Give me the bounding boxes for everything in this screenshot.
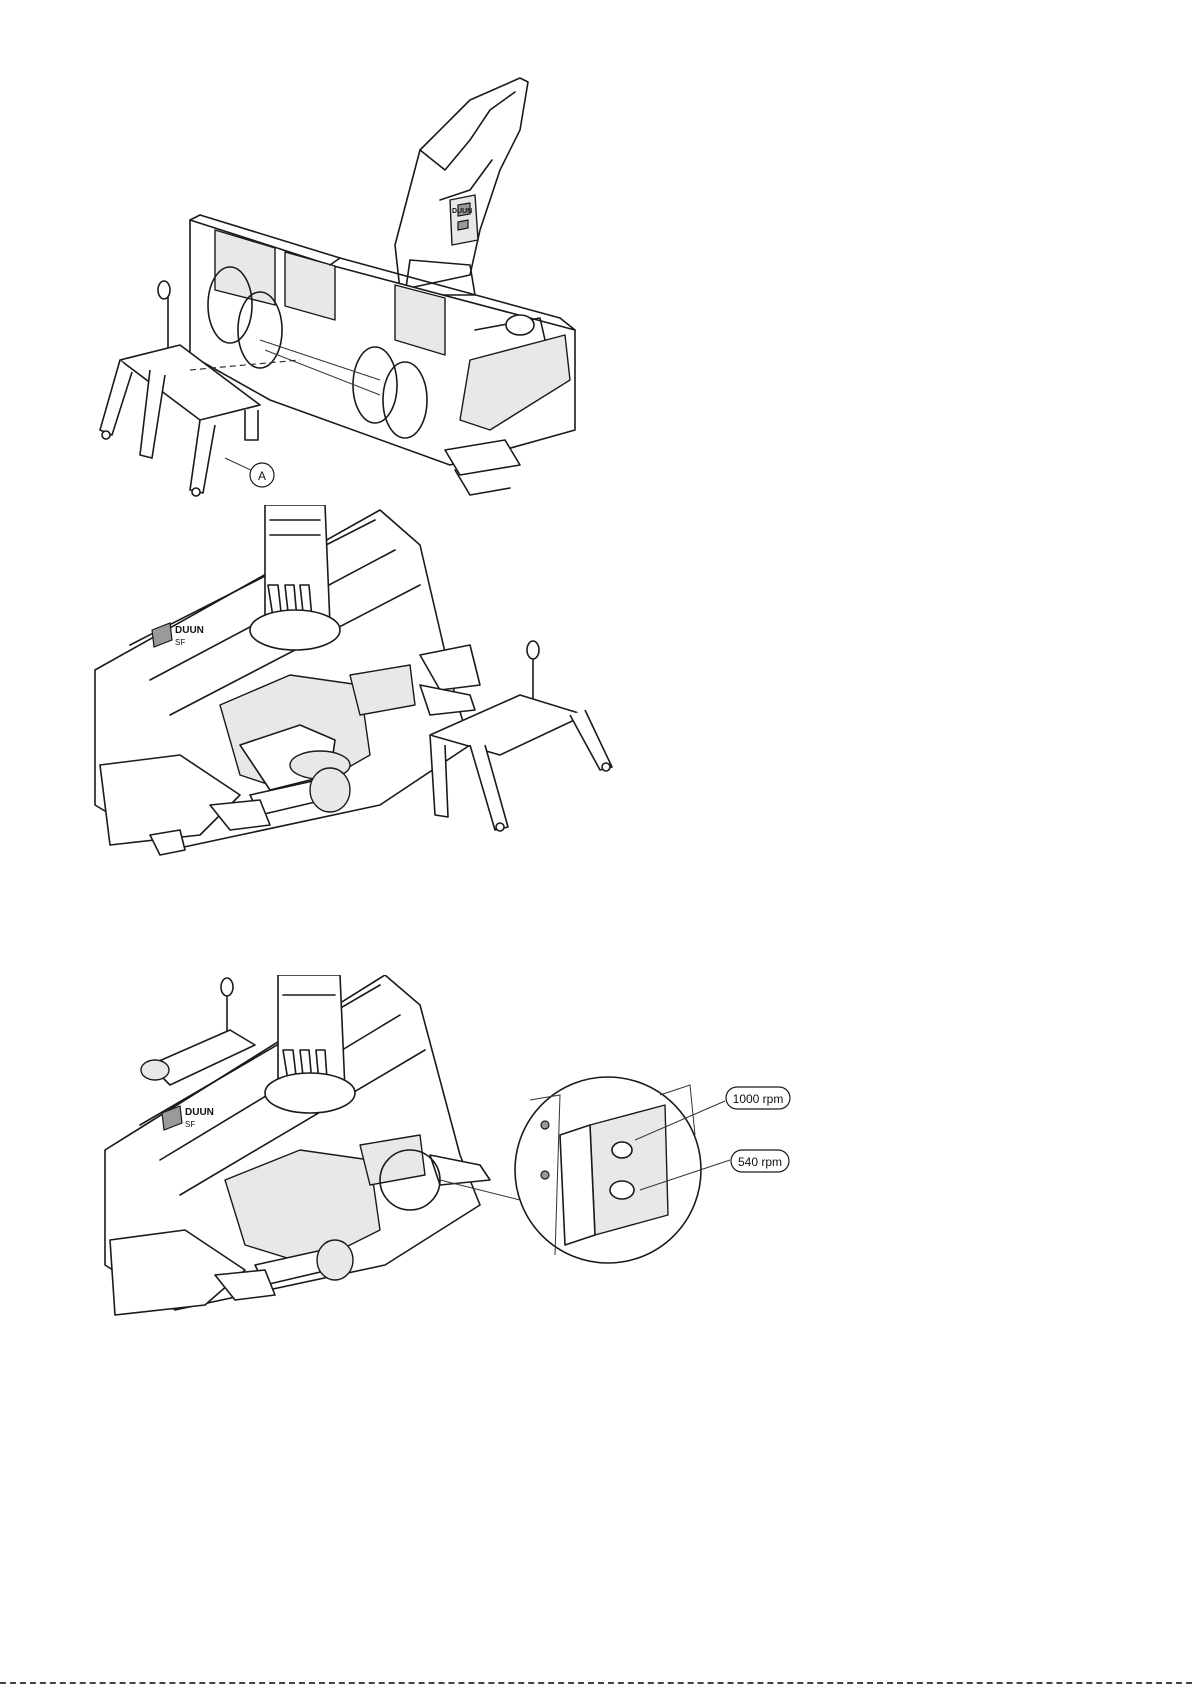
snowblower-rear-figure: DUUN xyxy=(0,0,1192,505)
pto-logo-text: DUUN xyxy=(185,1107,214,1118)
pto-speed-drawing: DUUN SF 1000 rpm 540 rpm xyxy=(0,975,1192,1370)
snowblower-rear-drawing: DUUN xyxy=(0,0,1192,505)
chute-logo-text: DUUN xyxy=(452,208,472,215)
pto-chute xyxy=(265,975,355,1113)
discharge-chute xyxy=(395,78,528,295)
front-logo-text: DUUN xyxy=(175,625,204,636)
label-1000-rpm: 1000 rpm xyxy=(733,1092,784,1106)
front-model-text: SF xyxy=(175,638,185,647)
callout-a: A xyxy=(225,458,274,487)
pto-speed-figure: DUUN SF 1000 rpm 540 rpm xyxy=(0,975,1192,1370)
snowblower-front-figure: DUUN SF xyxy=(0,505,1192,900)
chute-logo: DUUN xyxy=(452,208,472,215)
page-bottom-rule xyxy=(0,1682,1192,1684)
callout-a-label: A xyxy=(258,469,266,483)
pto-model-text: SF xyxy=(185,1120,195,1129)
blower-housing xyxy=(190,215,575,495)
label-540-rpm: 540 rpm xyxy=(738,1155,782,1169)
snowblower-front-drawing: DUUN SF xyxy=(0,505,1192,900)
